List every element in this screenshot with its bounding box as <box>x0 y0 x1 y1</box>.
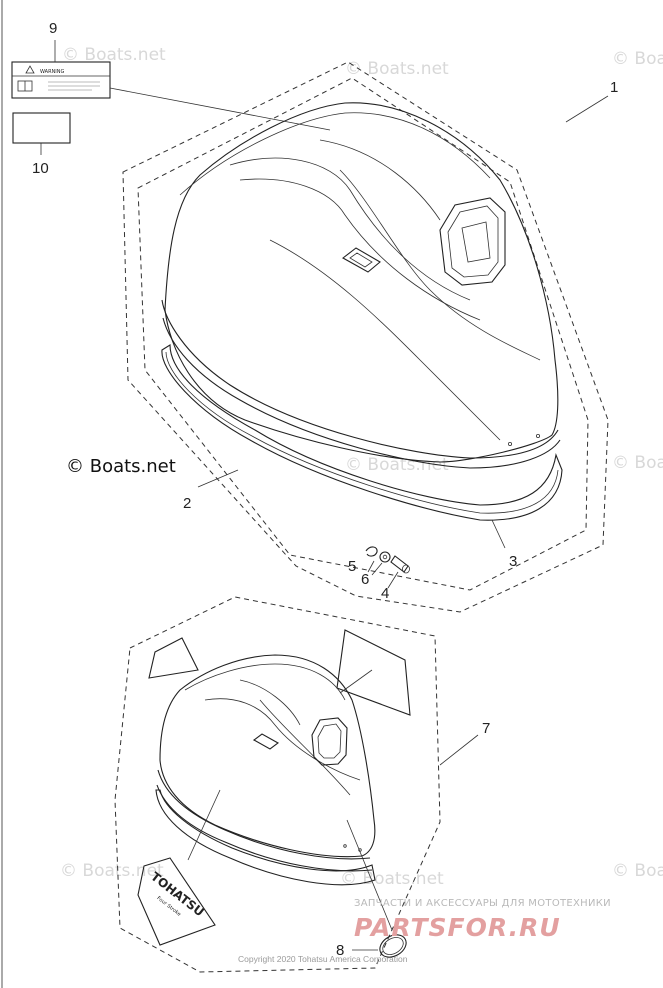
callout-5: 5 <box>348 558 356 575</box>
warning-triangle-icon <box>25 65 35 74</box>
washer-part <box>379 551 391 563</box>
callout-2: 2 <box>183 495 191 512</box>
leader-3 <box>491 519 506 549</box>
brand-logo: PARTSFOR.RU <box>354 913 561 942</box>
decal-right <box>336 629 411 716</box>
watermark-top-center: © Boats.net <box>345 59 449 79</box>
emblem-part <box>379 934 407 958</box>
leader-1 <box>565 95 609 123</box>
callout-6: 6 <box>361 571 369 588</box>
watermark-bottom-center: © Boats.net <box>340 869 444 889</box>
blank-label <box>12 112 71 144</box>
watermark-middle: © Boats.net <box>345 455 449 475</box>
watermark-bottom-left: © Boats.net <box>60 861 164 881</box>
callout-9: 9 <box>49 20 57 37</box>
copyright-text: Copyright 2020 Tohatsu America Corporati… <box>238 954 408 964</box>
warning-label-text: WARNING <box>40 69 65 75</box>
cover-badge <box>342 247 381 273</box>
watermark-bottom-right: © Boats.net <box>612 861 663 881</box>
lower-air-intake <box>311 717 348 766</box>
assembly-7-boundary <box>114 596 441 973</box>
leader-2 <box>197 469 239 488</box>
fastener-parts <box>365 546 410 574</box>
assembly-1-boundary <box>122 61 609 613</box>
callout-7: 7 <box>482 720 490 737</box>
callout-3: 3 <box>509 553 517 570</box>
leader-7 <box>439 734 479 766</box>
decal-left <box>148 637 199 679</box>
clip-part <box>365 546 378 557</box>
callout-4: 4 <box>381 585 389 602</box>
callout-10: 10 <box>32 160 49 177</box>
brand-tagline: ЗАПЧАСТИ И АКСЕССУАРЫ ДЛЯ МОТОТЕХНИКИ <box>354 898 611 909</box>
watermark-main: © Boats.net <box>66 456 176 477</box>
leader-9-cover <box>109 87 331 131</box>
pin-part <box>390 555 409 573</box>
air-intake <box>439 197 506 286</box>
cover-seal <box>161 344 563 521</box>
assembly-2-boundary <box>137 77 589 591</box>
upper-engine-cover <box>161 102 561 469</box>
watermark-top-left: © Boats.net <box>62 45 166 65</box>
callout-1: 1 <box>610 79 618 96</box>
callout-8: 8 <box>336 942 344 959</box>
lower-engine-cover <box>155 654 376 886</box>
watermark-middle-right: © Boats.net <box>612 453 663 473</box>
watermark-top-right: © Boats.net <box>612 49 663 69</box>
warning-label: WARNING <box>11 61 111 99</box>
